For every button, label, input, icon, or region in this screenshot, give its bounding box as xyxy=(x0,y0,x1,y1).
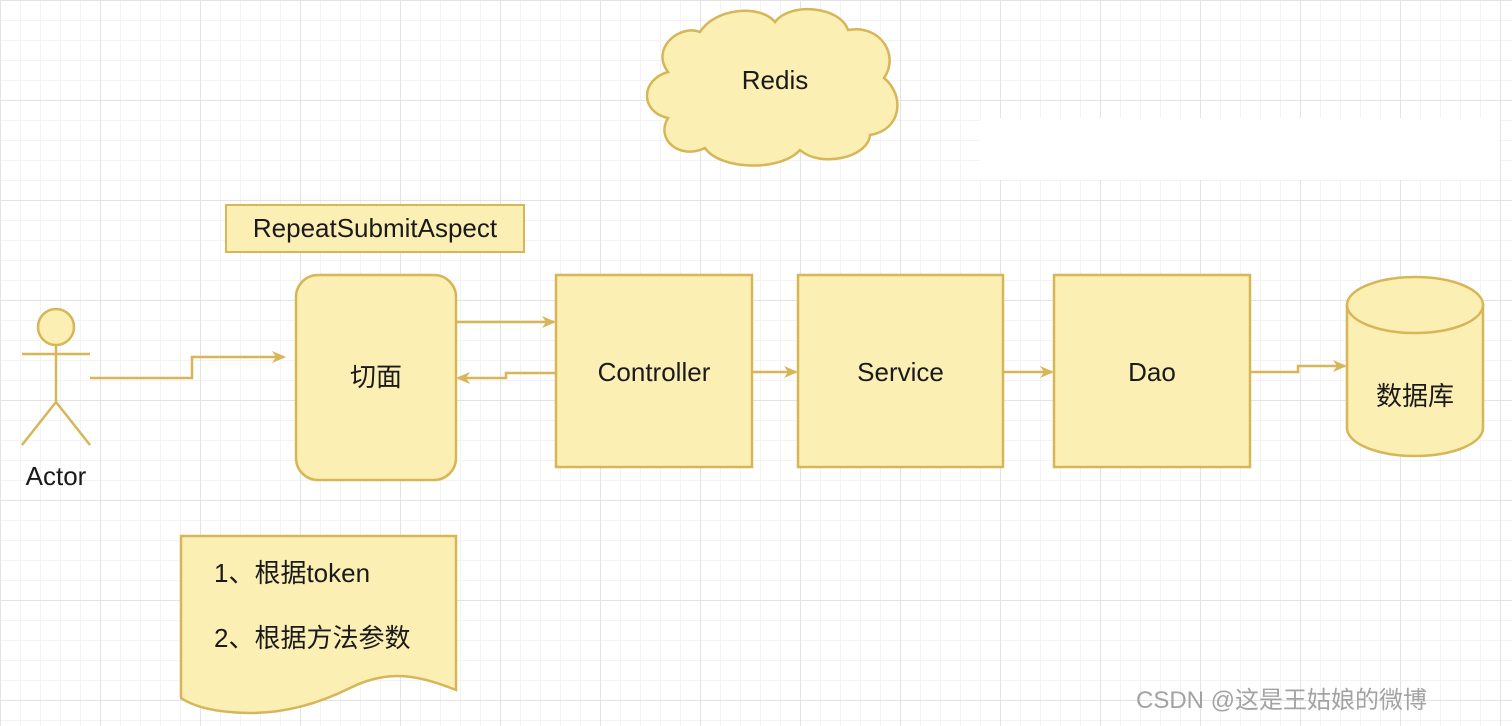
database-label: 数据库 xyxy=(1375,380,1454,411)
actor-label: Actor xyxy=(25,460,87,491)
dao-label: Dao xyxy=(1128,356,1176,387)
connector-actor-to-aspect xyxy=(90,351,286,380)
aspect-label: 切面 xyxy=(349,361,402,392)
connector-controller-to-aspect xyxy=(456,371,556,384)
database-cylinder[interactable] xyxy=(1345,275,1485,458)
aspect-label-box[interactable] xyxy=(225,204,525,253)
controller-label: Controller xyxy=(597,356,711,387)
actor-figure[interactable] xyxy=(21,307,91,446)
aspect-class-label: RepeatSubmitAspect xyxy=(252,213,498,243)
dao-box[interactable] xyxy=(1052,273,1252,469)
note-line-2: 2、根据方法参数 xyxy=(214,623,411,653)
note-document[interactable] xyxy=(179,534,458,715)
csdn-watermark: CSDN @这是王姑娘的微博 xyxy=(1136,687,1428,714)
service-label: Service xyxy=(857,356,944,387)
connector-dao-to-database xyxy=(1250,360,1347,374)
redis-cloud[interactable] xyxy=(645,7,899,167)
service-box[interactable] xyxy=(796,273,1005,469)
note-line-1: 1、根据token xyxy=(214,558,371,588)
controller-box[interactable] xyxy=(554,273,754,469)
redis-label: Redis xyxy=(741,64,809,95)
grid-occlusion-patch xyxy=(980,118,1500,180)
